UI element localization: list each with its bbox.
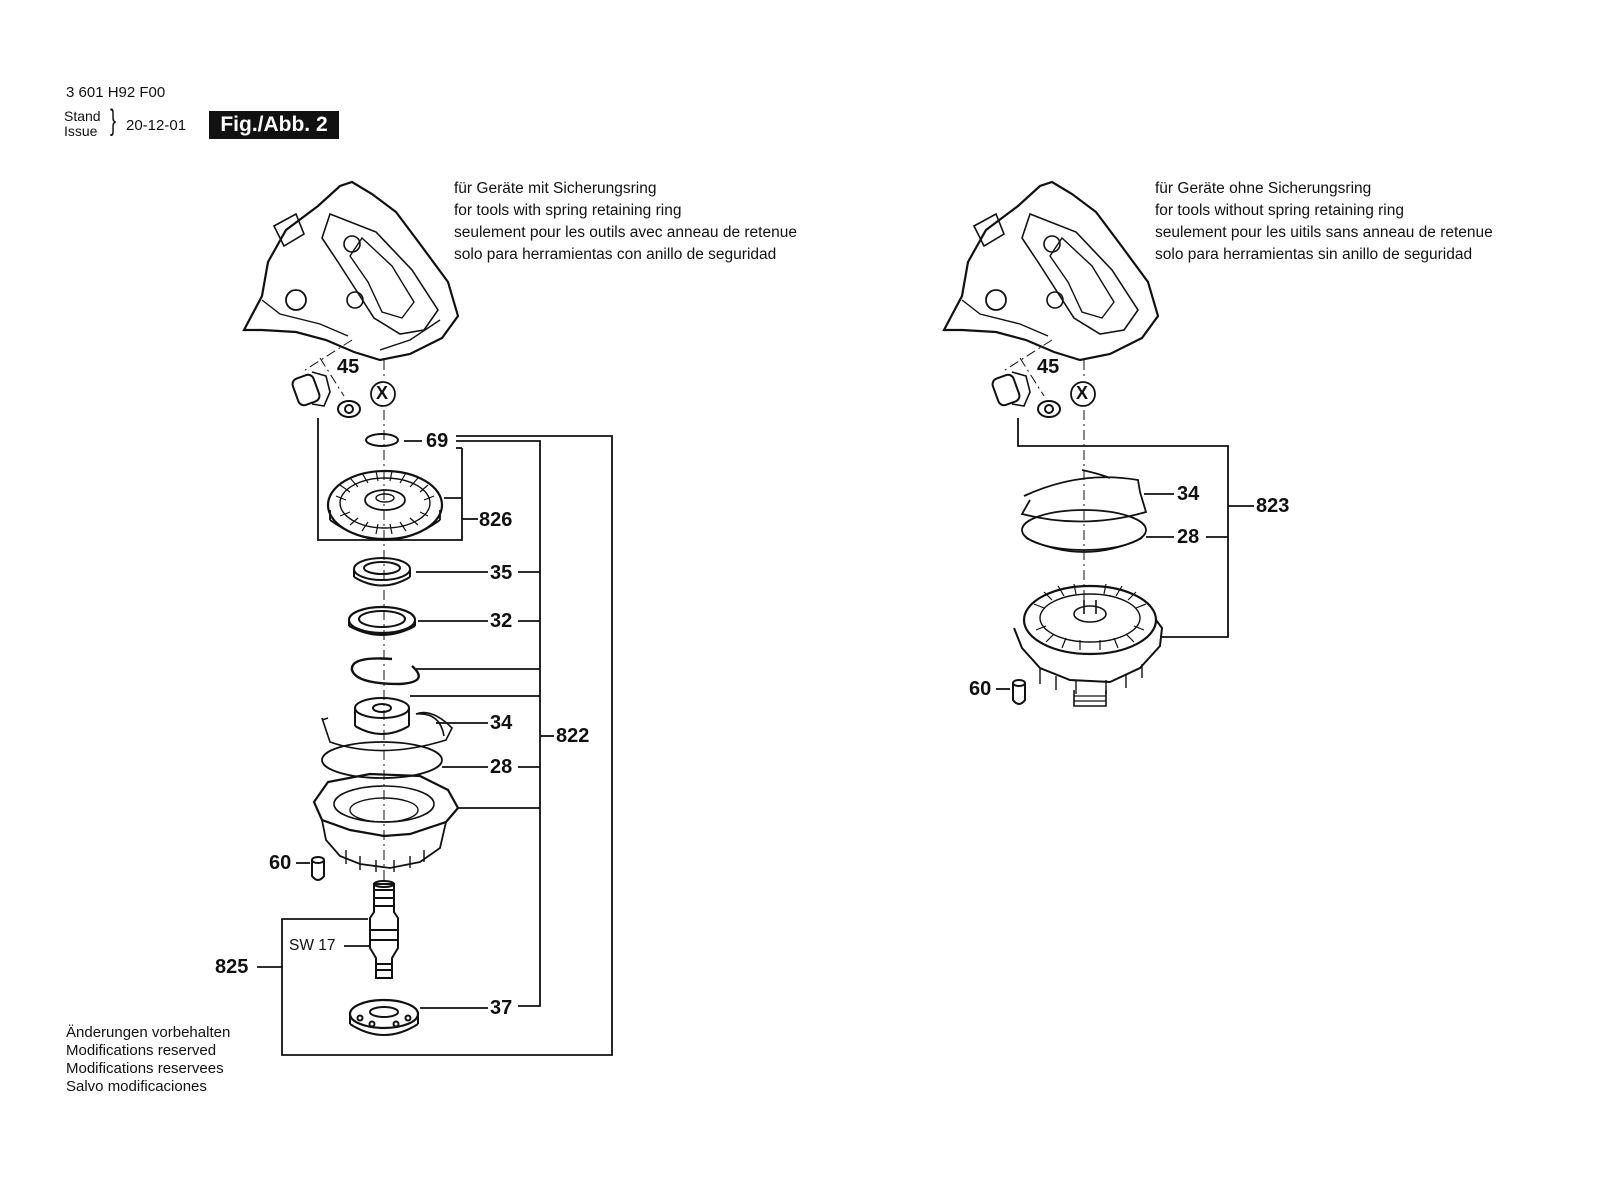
callout-35: 35 [490, 562, 513, 584]
callout-x: X [376, 383, 389, 403]
bearing-35-illustration [353, 557, 411, 587]
right-note-fr: seulement pour les uitils sans anneau de… [1155, 224, 1493, 241]
right-leader-lines [996, 381, 1254, 690]
callout-45-right: 45 [1037, 356, 1060, 378]
gear-housing-illustration-right [942, 180, 1160, 362]
bevel-gear-826-illustration [326, 469, 444, 541]
callout-x-right: X [1076, 383, 1089, 403]
part-number: 3 601 H92 F00 [66, 84, 166, 101]
right-note-es: solo para herramientas sin anillo de seg… [1155, 246, 1473, 263]
callout-34-right: 34 [1177, 483, 1200, 505]
screw-60-illustration-right [1012, 679, 1026, 705]
callout-32: 32 [490, 610, 513, 632]
callout-69: 69 [426, 430, 449, 452]
pinion-illustration [291, 371, 331, 407]
flange-housing-illustration [312, 772, 460, 872]
callout-60-right: 60 [969, 678, 992, 700]
callout-28: 28 [490, 756, 513, 778]
circlip-69-illustration [365, 433, 399, 447]
issue-label: Issue [64, 123, 98, 139]
nut-45-illustration-right [1037, 400, 1061, 418]
bearing-37-illustration [348, 998, 420, 1036]
callout-822: 822 [556, 725, 590, 747]
snap-ring-illustration [350, 657, 420, 686]
ring-28-illustration [321, 741, 443, 779]
spindle-825-illustration [369, 880, 399, 979]
gear-flange-823-illustration [1013, 583, 1164, 707]
screw-60-illustration [311, 856, 325, 881]
left-note-de: für Geräte mit Sicherungsring [454, 180, 657, 197]
callout-823: 823 [1256, 495, 1290, 517]
callout-sw17: SW 17 [289, 937, 336, 954]
callout-34: 34 [490, 712, 513, 734]
right-note-en: for tools without spring retaining ring [1155, 202, 1404, 219]
footer-note-fr: Modifications reservees [66, 1060, 224, 1077]
footer-note-es: Salvo modificaciones [66, 1078, 207, 1095]
left-note-fr: seulement pour les outils avec anneau de… [454, 224, 797, 241]
callout-825: 825 [215, 956, 249, 978]
header-brace: } [110, 104, 117, 137]
left-leader-lines [257, 381, 613, 1056]
left-note-en: for tools with spring retaining ring [454, 202, 682, 219]
callout-60: 60 [269, 852, 292, 874]
rings-34-28-illustration-right [1020, 469, 1148, 553]
right-note-de: für Geräte ohne Sicherungsring [1155, 180, 1372, 197]
figure-tag: Fig./Abb. 2 [209, 111, 339, 139]
stand-label: Stand [64, 108, 101, 124]
issue-date: 20-12-01 [126, 117, 187, 134]
callout-28-right: 28 [1177, 526, 1200, 548]
callout-45: 45 [337, 356, 360, 378]
callout-826: 826 [479, 509, 513, 531]
pinion-illustration-right [991, 371, 1031, 407]
footer-note-en: Modifications reserved [66, 1042, 217, 1059]
footer-note-de: Änderungen vorbehalten [66, 1024, 231, 1041]
bearing-34-illustration [321, 697, 453, 752]
gear-housing-illustration [242, 180, 460, 362]
nut-45-illustration [337, 400, 361, 418]
seal-32-illustration [347, 605, 417, 636]
callout-37: 37 [490, 997, 513, 1019]
left-note-es: solo para herramientas con anillo de seg… [454, 246, 777, 263]
